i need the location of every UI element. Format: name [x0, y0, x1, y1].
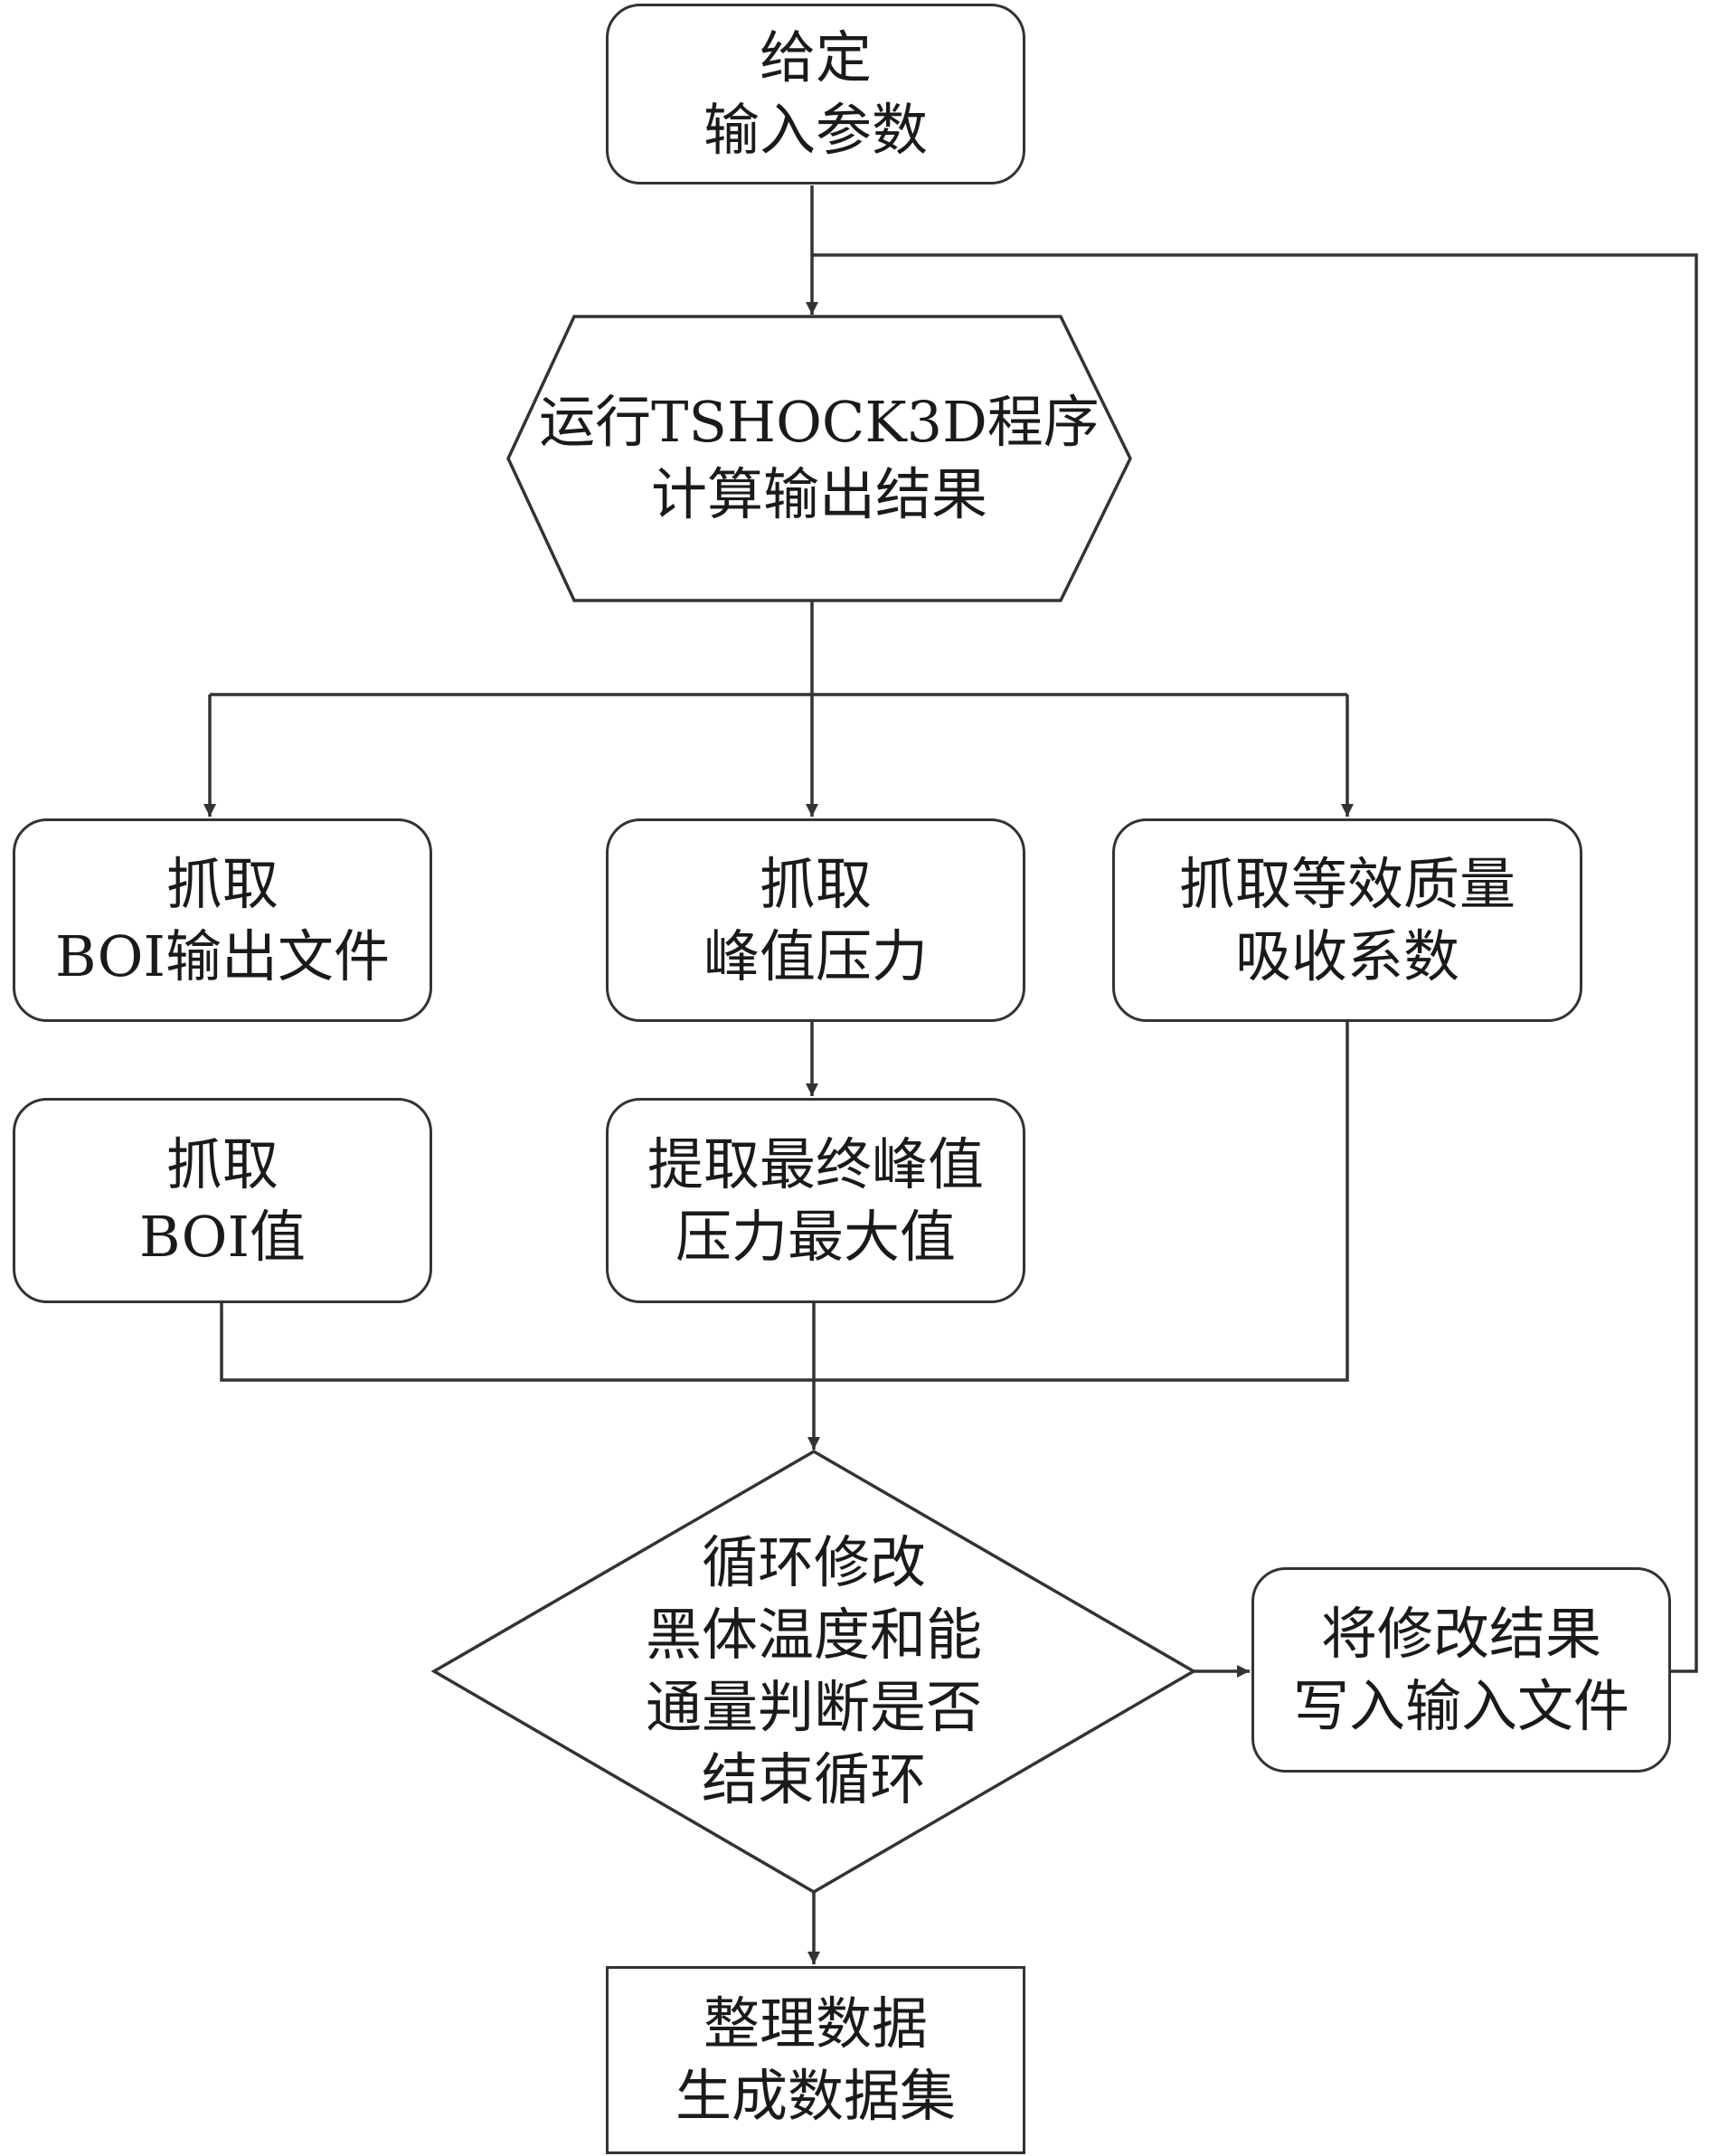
run-hexagon-shape [506, 315, 1132, 602]
start-node-line-2: 输入参数 [703, 97, 928, 163]
connector-absorption-down [814, 1022, 1349, 1382]
write-input-line-2: 写入输入文件 [1292, 1672, 1629, 1739]
grab-boi-file-line-1: 抓取 [165, 850, 279, 917]
grab-absorption-node: 抓取等效质量 吸收系数 [1112, 818, 1582, 1022]
loop-decision-line-4: 结束循环 [701, 1746, 926, 1812]
grab-absorption-line-2: 吸收系数 [1234, 922, 1459, 989]
grab-absorption-line-1: 抓取等效质量 [1178, 850, 1515, 917]
grab-boi-value-node: 抓取 BOI值 [13, 1098, 432, 1303]
grab-boi-value-line-2: BOI值 [138, 1203, 307, 1270]
connector-loop-back [812, 253, 1698, 1673]
run-program-node-line-2: 计算输出结果 [650, 461, 987, 527]
extract-max-peak-line-2: 压力最大值 [675, 1203, 956, 1270]
organize-data-node: 整理数据 生成数据集 [606, 1966, 1025, 2154]
grab-boi-file-node: 抓取 BOI输出文件 [13, 818, 432, 1022]
extract-max-peak-line-1: 提取最终峰值 [647, 1130, 984, 1197]
write-input-line-1: 将修改结果 [1320, 1600, 1601, 1667]
organize-data-line-1: 整理数据 [703, 1991, 928, 2057]
run-program-node: 运行TSHOCK3D程序 计算输出结果 [508, 317, 1130, 600]
start-node-line-1: 给定 [759, 24, 872, 90]
loop-decision-line-2: 黑体温度和能 [645, 1602, 982, 1668]
loop-decision-line-1: 循环修改 [701, 1529, 926, 1595]
write-input-node: 将修改结果 写入输入文件 [1251, 1567, 1671, 1773]
loop-decision-node: 循环修改 黑体温度和能 通量判断是否 结束循环 [543, 1490, 1085, 1852]
extract-max-peak-node: 提取最终峰值 压力最大值 [606, 1098, 1025, 1303]
connector-boi-value-down [220, 1303, 814, 1382]
grab-peak-pressure-line-1: 抓取 [759, 850, 872, 917]
start-node: 给定 输入参数 [606, 4, 1025, 184]
grab-peak-pressure-node: 抓取 峰值压力 [606, 818, 1025, 1022]
grab-boi-file-line-2: BOI输出文件 [54, 922, 391, 989]
organize-data-line-2: 生成数据集 [675, 2063, 956, 2129]
loop-decision-line-3: 通量判断是否 [645, 1674, 982, 1740]
grab-boi-value-line-1: 抓取 [165, 1130, 279, 1197]
grab-peak-pressure-line-2: 峰值压力 [703, 922, 928, 989]
run-program-node-line-1: 运行TSHOCK3D程序 [539, 389, 1100, 455]
